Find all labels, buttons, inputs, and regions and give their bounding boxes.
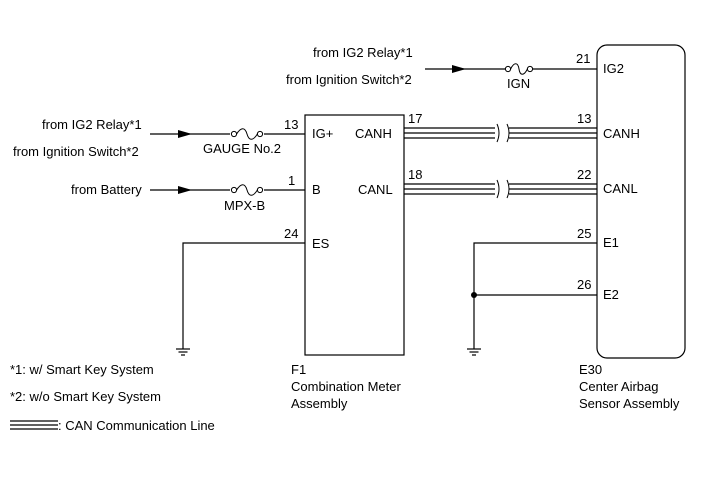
airbag-name-line1: Center Airbag <box>579 379 659 394</box>
source-ig2-relay-top: from IG2 Relay*1 <box>313 45 413 60</box>
airbag-name-line2: Sensor Assembly <box>579 396 680 411</box>
ground-icon <box>467 348 481 356</box>
meter-pin-es-label: ES <box>312 236 330 251</box>
fuse-mpx-icon <box>230 184 264 196</box>
meter-pin-canh-number: 17 <box>408 111 422 126</box>
note-smart-key: *1: w/ Smart Key System <box>10 362 154 377</box>
airbag-pin-ig2-label: IG2 <box>603 61 624 76</box>
fuse-ign-label: IGN <box>507 76 530 91</box>
canh-line <box>404 123 597 143</box>
source-ig2-relay-left: from IG2 Relay*1 <box>42 117 142 132</box>
can-line-legend-label: : CAN Communication Line <box>58 418 215 433</box>
meter-pin-b-number: 1 <box>288 173 295 188</box>
arrow-icon <box>178 130 192 138</box>
source-ignition-switch-top: from Ignition Switch*2 <box>286 72 412 87</box>
airbag-pin-e2-number: 26 <box>577 277 591 292</box>
airbag-connector-code: E30 <box>579 362 602 377</box>
meter-pin-ig-label: IG+ <box>312 126 333 141</box>
fuse-ign-icon <box>504 63 534 75</box>
fuse-gauge-label: GAUGE No.2 <box>203 141 281 156</box>
fuse-mpx-label: MPX-B <box>224 198 265 213</box>
meter-name-line1: Combination Meter <box>291 379 401 394</box>
airbag-pin-ig2-number: 21 <box>576 51 590 66</box>
airbag-pin-e2-label: E2 <box>603 287 619 302</box>
airbag-pin-e1-label: E1 <box>603 235 619 250</box>
airbag-pin-canh-label: CANH <box>603 126 640 141</box>
canl-line <box>404 179 597 199</box>
airbag-sensor-box <box>596 44 686 359</box>
fuse-gauge-icon <box>230 128 264 140</box>
source-battery: from Battery <box>71 182 142 197</box>
source-ignition-switch-left: from Ignition Switch*2 <box>13 144 139 159</box>
arrow-icon <box>452 65 466 73</box>
meter-pin-canh-label: CANH <box>355 126 392 141</box>
combination-meter-box <box>304 114 405 356</box>
airbag-pin-canh-number: 13 <box>577 111 591 126</box>
note-no-smart-key: *2: w/o Smart Key System <box>10 389 161 404</box>
airbag-pin-e1-number: 25 <box>577 226 591 241</box>
ground-icon <box>176 348 190 356</box>
airbag-pin-canl-number: 22 <box>577 167 591 182</box>
meter-name-line2: Assembly <box>291 396 348 411</box>
arrow-icon <box>178 186 192 194</box>
e1-ground-wire <box>473 242 597 349</box>
meter-pin-canl-number: 18 <box>408 167 422 182</box>
meter-connector-code: F1 <box>291 362 306 377</box>
meter-pin-b-label: B <box>312 182 321 197</box>
airbag-pin-canl-label: CANL <box>603 181 638 196</box>
meter-pin-ig-number: 13 <box>284 117 298 132</box>
es-ground-wire <box>182 242 305 349</box>
can-line-legend-icon <box>10 420 58 430</box>
junction-dot <box>471 292 477 298</box>
meter-pin-canl-label: CANL <box>358 182 393 197</box>
meter-pin-es-number: 24 <box>284 226 298 241</box>
